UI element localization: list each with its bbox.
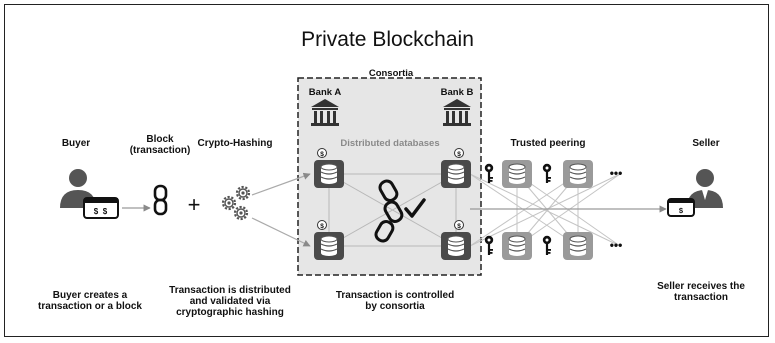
peering-top-ellipsis: •••: [609, 166, 623, 180]
coin-label: $: [457, 223, 461, 230]
coin-label: $: [320, 223, 324, 230]
consortia-db-top-right: [441, 148, 471, 188]
hash-to-db-bottom-line: [251, 217, 311, 247]
coin-label: $: [320, 151, 324, 158]
svg-text:$: $: [679, 206, 684, 215]
bank-b-label: Bank B: [440, 87, 474, 98]
checkmark-icon: [404, 198, 426, 218]
seller-wallet-icon: $: [667, 198, 695, 217]
buyer-caption-line2: transaction or a block: [38, 301, 142, 312]
buyer-caption-line1: Buyer creates a: [52, 290, 128, 301]
block-label-line1: Block: [146, 134, 174, 145]
consortia-db-bottom-right: [441, 220, 471, 260]
buyer-wallet-icon: $ $: [83, 197, 119, 219]
consortia-label: Consortia: [368, 68, 414, 79]
key-icon: [484, 235, 494, 255]
peering-mesh: [469, 173, 621, 247]
seller-caption-line2: transaction: [674, 292, 728, 303]
block-label-line2: (transaction): [129, 145, 191, 156]
crypto-gear-icon: [221, 185, 251, 221]
crypto-hashing-label: Crypto-Hashing: [197, 138, 273, 149]
hashing-caption-line3: cryptographic hashing: [176, 307, 284, 318]
trusted-peering-label: Trusted peering: [510, 138, 586, 149]
block-chain-link-icon: [153, 184, 168, 216]
buyer-caption: Buyer creates a transaction or a block: [30, 290, 150, 312]
svg-text:$: $: [94, 207, 99, 216]
peer-db-bottom-1: [502, 232, 532, 260]
peer-db-top-2: [563, 160, 593, 188]
svg-text:$: $: [103, 207, 108, 216]
peering-bottom-ellipsis: •••: [609, 238, 623, 252]
distributed-databases-label: Distributed databases: [340, 138, 440, 149]
plus-sign: +: [187, 192, 201, 217]
diagram-frame: [4, 4, 769, 337]
buyer-label: Buyer: [61, 138, 91, 149]
peer-db-bottom-2: [563, 232, 593, 260]
diagram-title: Private Blockchain: [301, 28, 474, 51]
peer-db-top-1: [502, 160, 532, 188]
seller-caption-line1: Seller receives the: [657, 281, 745, 292]
consortia-caption-line2: by consortia: [365, 301, 425, 312]
seller-person-icon: [687, 169, 723, 208]
hashing-caption-line1: Transaction is distributed: [169, 285, 291, 296]
consortia-caption-line1: Transaction is controlled: [335, 290, 455, 301]
consortia-caption: Transaction is controlled by consortia: [330, 290, 460, 312]
seller-label: Seller: [692, 138, 720, 149]
key-icon: [484, 163, 494, 183]
consortia-db-bottom-left: [314, 220, 344, 260]
key-icon: [542, 163, 552, 183]
hash-to-db-top-line: [251, 172, 311, 196]
consortia-db-top-left: [314, 148, 344, 188]
hashing-caption: Transaction is distributed and validated…: [160, 285, 300, 318]
seller-caption: Seller receives the transaction: [646, 281, 756, 303]
key-icon: [542, 235, 552, 255]
hashing-caption-line2: and validated via: [189, 296, 271, 307]
block-label: Block (transaction): [128, 134, 192, 156]
bank-a-label: Bank A: [308, 87, 342, 98]
consortia-chain-link-icon: [374, 179, 404, 243]
coin-label: $: [457, 151, 461, 158]
